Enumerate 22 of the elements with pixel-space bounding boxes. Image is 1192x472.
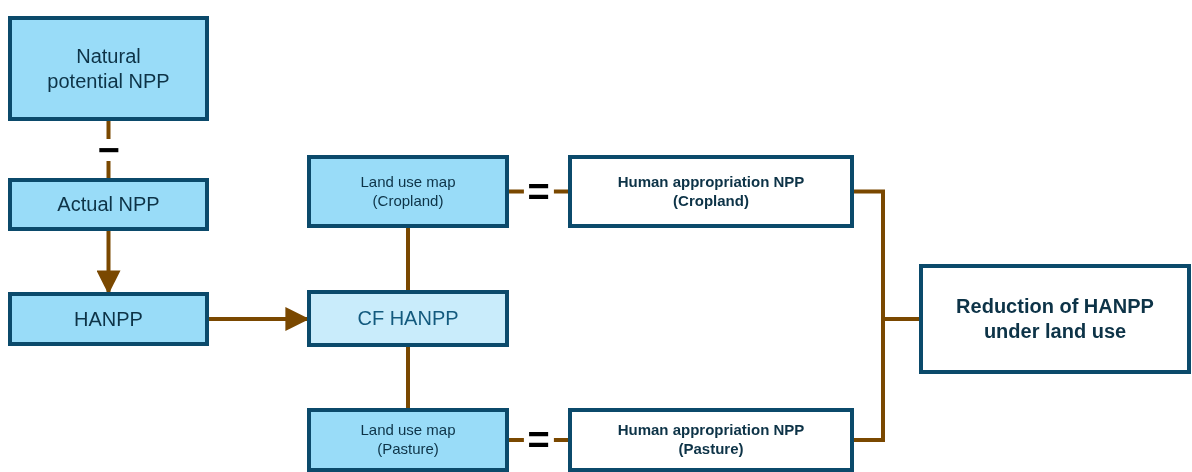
process-box [568, 408, 854, 472]
process-box [307, 408, 509, 472]
process-box [919, 264, 1191, 374]
process-box [307, 155, 509, 228]
box-label: Land use map (Pasture) [359, 421, 457, 459]
connector-line [854, 317, 919, 442]
box-label: Reduction of HANPP under land use [955, 294, 1155, 344]
box-label: Human appropriation NPP (Pasture) [616, 421, 806, 459]
arrow [96, 231, 121, 295]
connector-line [406, 228, 410, 290]
box-label: Human appropriation NPP (Cropland) [616, 172, 806, 211]
box-label: Actual NPP [57, 192, 160, 217]
box-label: Land use map (Cropland) [359, 172, 457, 211]
box-label: CF HANPP [357, 306, 459, 331]
connector-line [406, 347, 410, 408]
process-box [568, 155, 854, 228]
process-box [8, 292, 209, 346]
process-box [8, 16, 209, 121]
box-label: HANPP [74, 306, 143, 332]
process-box [8, 178, 209, 231]
box-label: Natural potential NPP [46, 43, 171, 94]
process-box [307, 290, 509, 347]
